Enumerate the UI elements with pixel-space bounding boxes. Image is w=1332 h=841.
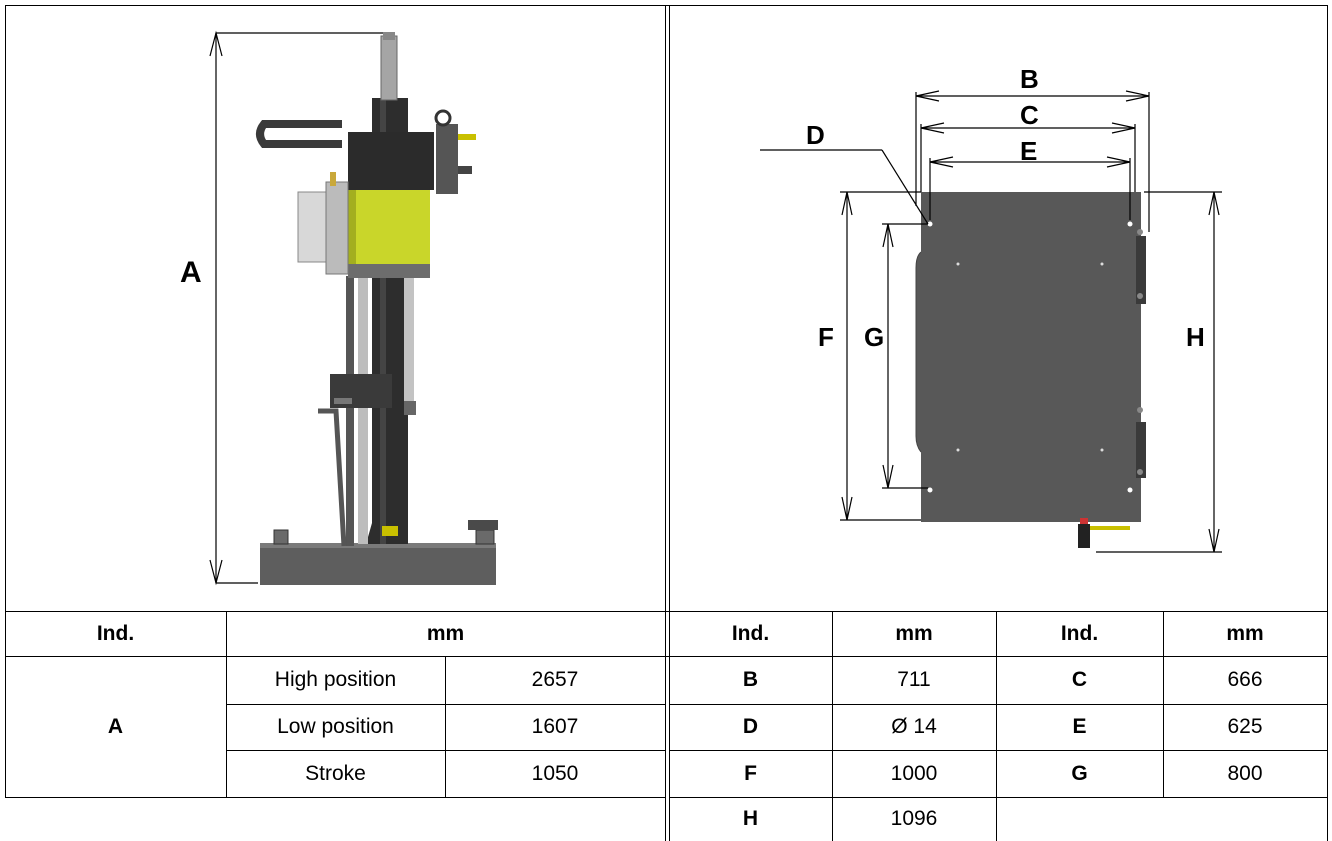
dim-g-label: G	[864, 322, 884, 352]
right-row1-ind1: B	[742, 668, 759, 691]
left-row-high-position-label: High position	[274, 668, 397, 691]
right-row3-mm2: 800	[1227, 761, 1263, 785]
dim-h-label: H	[1186, 322, 1205, 352]
left-header-ind: Ind.	[96, 621, 135, 645]
left-row-stroke-label: Stroke	[305, 761, 366, 785]
grid-figure-bottom	[5, 611, 1328, 612]
dim-d-label: D	[806, 120, 825, 150]
grid-row1-bottom-right	[669, 704, 1328, 705]
dim-c-label: C	[1020, 100, 1039, 130]
grid-right-col3	[1163, 611, 1164, 797]
right-row4-mm1: 1096	[890, 807, 938, 830]
right-row3-ind2: G	[1071, 761, 1088, 785]
right-header-ind-1: Ind.	[731, 621, 770, 645]
dim-b-label: B	[1020, 64, 1039, 94]
left-row-low-position-value: 1607	[531, 715, 579, 738]
grid-header-bottom	[5, 656, 1328, 657]
grid-double-divider-a	[665, 5, 666, 841]
right-row3-mm1: 1000	[890, 761, 938, 785]
right-header-mm-2: mm	[1226, 621, 1264, 645]
right-row2-ind2: E	[1072, 715, 1087, 738]
right-row1-mm1: 711	[897, 668, 931, 691]
dim-a-label: A	[180, 256, 202, 289]
grid-left-col1	[226, 611, 227, 797]
right-header-mm-1: mm	[895, 621, 933, 645]
plan-view-drawing: B C E D F G H	[760, 64, 1222, 553]
left-row-label: A	[107, 714, 124, 738]
dim-f-label: F	[818, 322, 834, 352]
right-row3-ind1: F	[744, 761, 757, 785]
right-row1-mm2: 666	[1227, 668, 1263, 691]
left-row-stroke-value: 1050	[531, 761, 579, 785]
grid-row3-bottom-left	[5, 797, 665, 798]
grid-row3-bottom-right	[669, 797, 1328, 798]
right-row4-ind1: H	[742, 807, 759, 830]
grid-right-col2	[996, 611, 997, 841]
grid-row2-bottom-right	[669, 750, 1328, 751]
grid-right-border	[1327, 5, 1328, 841]
grid-left-col2	[445, 656, 446, 797]
left-row-high-position-value: 2657	[531, 668, 579, 691]
grid-right-col1	[832, 611, 833, 841]
right-header-ind-2: Ind.	[1060, 621, 1099, 645]
right-row2-mm2: 625	[1227, 715, 1263, 738]
right-row1-ind2: C	[1071, 668, 1088, 691]
dim-e-label: E	[1020, 136, 1037, 166]
left-header-mm: mm	[426, 621, 465, 645]
right-row2-ind1: D	[742, 715, 759, 738]
left-row-low-position-label: Low position	[277, 715, 394, 738]
grid-left-border	[5, 5, 6, 797]
grid-double-divider-b	[669, 5, 670, 841]
right-row2-mm1: Ø 14	[891, 715, 937, 738]
machine-side-view-drawing: A	[180, 30, 498, 586]
grid-top-border	[5, 5, 1328, 6]
